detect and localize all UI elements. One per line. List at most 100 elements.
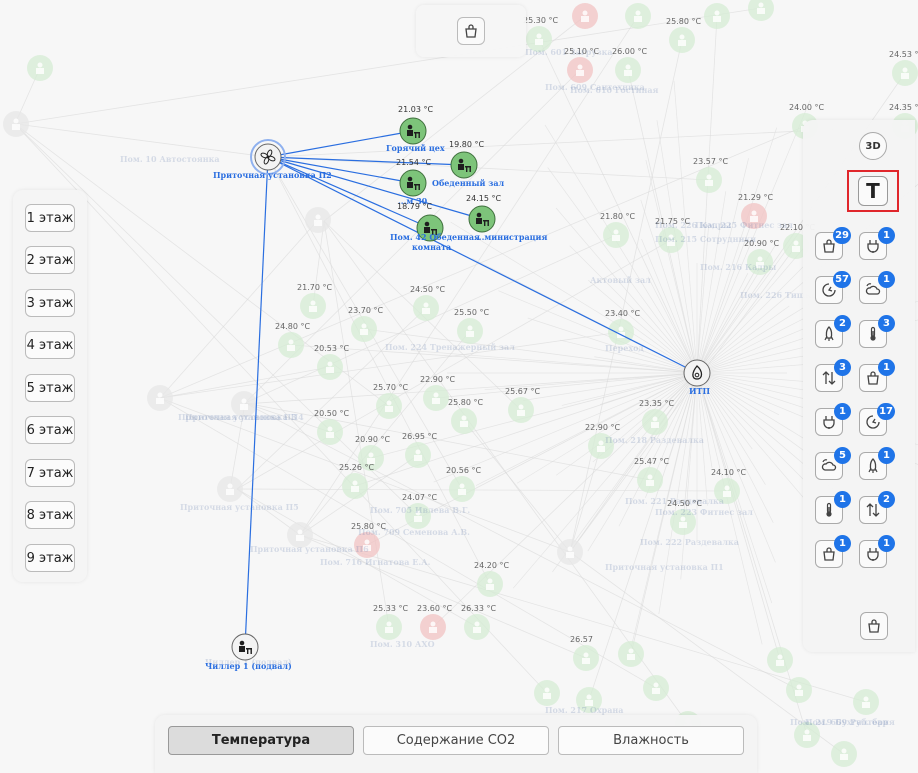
faded-room-node — [317, 354, 343, 380]
floor-button-6[interactable]: 6 этаж — [25, 416, 75, 444]
faded-room-node — [892, 60, 918, 86]
room-node-adm[interactable] — [468, 205, 496, 233]
faded-temp-label: 25.33 °C — [373, 604, 408, 613]
tab-co2[interactable]: Содержание CO2 — [363, 726, 549, 755]
faded-room-node — [557, 539, 583, 565]
filter-thermometer-button[interactable]: 3 — [859, 315, 895, 348]
faded-temp-label: 22.90 °C — [420, 375, 455, 384]
faded-room-node — [358, 445, 384, 471]
chiller-node[interactable] — [231, 633, 259, 661]
room-temp-label: 21.54 °C — [396, 158, 431, 167]
faded-room-label: Приточная установка П5 — [180, 502, 299, 512]
faded-room-label: Пом. 216 Кадры — [700, 262, 776, 272]
filter-bag-button[interactable]: 29 — [815, 227, 851, 260]
faded-temp-label: 24.50 °C — [667, 499, 702, 508]
faded-room-node — [588, 433, 614, 459]
text-toggle-button[interactable]: T — [858, 176, 888, 206]
filter-plug-button[interactable]: 1 — [859, 227, 895, 260]
bag-icon — [823, 239, 835, 253]
floor-button-8[interactable]: 8 этаж — [25, 501, 75, 529]
faded-temp-label: 26.33 °C — [461, 604, 496, 613]
floor-button-5[interactable]: 5 этаж — [25, 374, 75, 402]
filter-thermometer-button[interactable]: 1 — [815, 491, 851, 524]
faded-temp-label: 22.10 °C — [780, 223, 815, 232]
faded-room-node — [637, 467, 663, 493]
recycle-icon — [866, 415, 880, 429]
faded-room-label: Пом. 226 Кадры — [655, 220, 731, 230]
floor-selector: 1 этаж 2 этаж 3 этаж 4 этаж 5 этаж 6 эта… — [13, 190, 87, 582]
filter-cloud-button[interactable]: 1 — [859, 271, 895, 304]
faded-room-node — [342, 473, 368, 499]
faded-room-label: Пом. 10 Автостоянка — [120, 154, 220, 164]
plug-icon — [867, 548, 879, 561]
floor-button-1[interactable]: 1 этаж — [25, 204, 75, 232]
faded-room-node — [704, 3, 730, 29]
filter-bag-button[interactable]: 1 — [859, 359, 895, 392]
faded-room-node — [300, 293, 326, 319]
faded-room-node — [376, 614, 402, 640]
faded-room-label: Пом. 218 Раздевалка — [605, 435, 704, 445]
filter-rocket-button[interactable]: 2 — [815, 315, 851, 348]
faded-room-node — [420, 614, 446, 640]
faded-room-node — [576, 687, 602, 713]
filter-bag-button[interactable]: 1 — [815, 535, 851, 568]
supply-unit-p2-label: Приточная установка П2 — [213, 170, 332, 180]
bag-bottom-button[interactable] — [860, 612, 888, 640]
person-desk-icon — [476, 212, 489, 226]
supply-unit-p2-node[interactable] — [250, 139, 286, 175]
faded-room-label: Пом. 310 АХО — [370, 639, 435, 649]
filter-recycle-button[interactable]: 57 — [815, 271, 851, 304]
faded-temp-label: 21.29 °C — [738, 193, 773, 202]
filter-arrows-button[interactable]: 3 — [815, 359, 851, 392]
bag-button[interactable] — [457, 17, 485, 45]
floor-button-3[interactable]: 3 этаж — [25, 289, 75, 317]
floor-button-7[interactable]: 7 этаж — [25, 459, 75, 487]
filter-rocket-button[interactable]: 1 — [859, 447, 895, 480]
room-node-dining[interactable] — [450, 151, 478, 179]
floor-button-4[interactable]: 4 этаж — [25, 331, 75, 359]
filter-recycle-button[interactable]: 17 — [859, 403, 895, 436]
faded-temp-label: 25.50 °C — [701, 0, 736, 2]
view-3d-button[interactable]: 3D — [859, 132, 887, 160]
room-node-r30[interactable] — [399, 169, 427, 197]
faded-temp-label: 25.80 °C — [666, 17, 701, 26]
tab-humidity[interactable]: Влажность — [558, 726, 744, 755]
faded-room-node — [748, 0, 774, 21]
filter-plug-button[interactable]: 1 — [815, 403, 851, 436]
plug-icon — [823, 416, 835, 429]
room-temp-label: 19.80 °C — [449, 140, 484, 149]
faded-temp-label: 23.35 °C — [639, 399, 674, 408]
filter-cloud-button[interactable]: 5 — [815, 447, 851, 480]
faded-temp-label: 23.57 °C — [693, 157, 728, 166]
faded-room-label: Пом. 225 Фитнес зал — [695, 220, 793, 230]
floor-button-2[interactable]: 2 этаж — [25, 246, 75, 274]
faded-room-label: Чиллер 1 (подвал) — [205, 657, 292, 667]
room-node-r42[interactable] — [416, 214, 444, 242]
room-label: Горячий цех — [386, 143, 445, 153]
count-badge: 57 — [833, 271, 851, 288]
filter-plug-button[interactable]: 1 — [859, 535, 895, 568]
room-node-hot[interactable] — [399, 117, 427, 145]
faded-temp-label: 25.80 °C — [351, 522, 386, 531]
faded-room-label: Переход — [605, 343, 644, 353]
cloud-icon — [821, 459, 837, 471]
faded-room-node — [278, 332, 304, 358]
filter-arrows-button[interactable]: 2 — [859, 491, 895, 524]
top-toolbar — [416, 5, 526, 57]
faded-room-label: Пом. 609 Сантехника — [545, 82, 645, 92]
room-label: ...министрация — [476, 232, 547, 242]
faded-temp-label: 24.07 °C — [402, 493, 437, 502]
faded-temp-label: 21.75 °C — [655, 217, 690, 226]
faded-room-node — [669, 27, 695, 53]
faded-room-node — [405, 503, 431, 529]
tab-temperature[interactable]: Температура — [168, 726, 354, 755]
faded-temp-label: 24.53 °C — [889, 50, 918, 59]
itp-node[interactable] — [683, 359, 711, 387]
faded-room-node — [642, 409, 668, 435]
floor-button-9[interactable]: 9 этаж — [25, 544, 75, 572]
faded-room-node — [767, 647, 793, 673]
room-temp-label: 24.15 °C — [466, 194, 501, 203]
faded-temp-label: 26.57 — [570, 635, 593, 644]
